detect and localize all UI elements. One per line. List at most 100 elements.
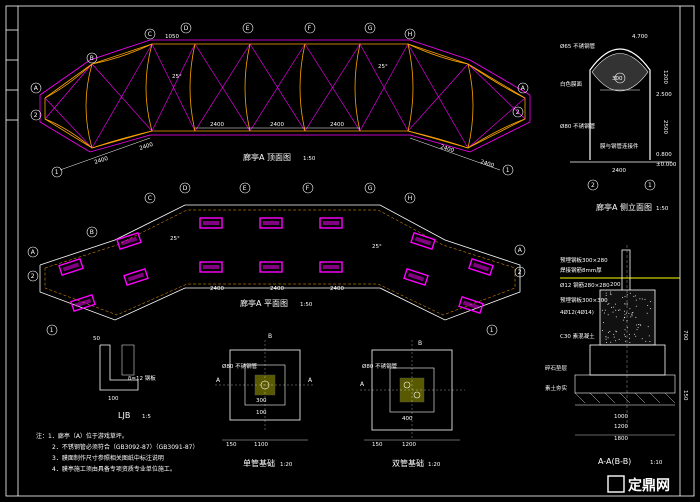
bench-8-seat [203, 265, 219, 269]
speckle-dot [631, 315, 633, 317]
single-sec-b: B [268, 333, 272, 340]
section-label-4: 预埋钢板300×300 [560, 296, 608, 304]
speckle-dot [622, 297, 624, 299]
side-elev-scale: 1:50 [656, 206, 669, 212]
elev-axis-right [644, 179, 656, 191]
speckle-dot [629, 337, 630, 339]
roof-axis-a-right-circle [517, 82, 529, 94]
speckle-dot [635, 305, 637, 307]
floor-axis-f-circle [302, 182, 314, 194]
floor-angle-right: 25° [372, 244, 382, 250]
elev-level-top: 4.700 [632, 34, 648, 40]
speckle-dot [635, 299, 637, 301]
roof-axis-e-label: E [246, 25, 250, 32]
bench-10 [319, 261, 343, 273]
roof-axis-1-right-label: 1 [506, 167, 510, 174]
floor-axis-1-left-circle [46, 324, 58, 336]
speckle-dot [615, 309, 617, 311]
section-scale: 1:10 [650, 460, 663, 466]
double-dim-1200: 1200 [402, 442, 416, 448]
roof-bay-dim-4: 2400 [94, 156, 110, 166]
side-elev-title: 廊亭A 侧立面图 [596, 202, 652, 212]
speckle-dot [626, 327, 628, 329]
ljb-scale: 1:5 [142, 414, 151, 420]
elev-level-zero: ±0.000 [656, 162, 677, 168]
ljb-dim-100: 100 [108, 396, 119, 402]
drawing-frame [5, 5, 695, 497]
elev-label-tube: Ø80 不锈钢管 [560, 122, 596, 130]
elev-dim-300: 300 [612, 76, 623, 82]
floor-axis-a-circle [27, 246, 39, 258]
speckle-dot [623, 334, 625, 336]
section-aa: 预埋钢板300×280 焊接钢筋8mm厚 Ø12 钢筋280×280 预埋钢板3… [545, 245, 688, 466]
bench-1 [58, 257, 84, 277]
roof-axis-c-label: C [148, 31, 152, 38]
speckle-dot [646, 312, 648, 314]
ljb-dim-t: δ=12 钢板 [128, 374, 156, 382]
speckle-dot [641, 338, 643, 340]
elev-dim-2400: 2400 [612, 168, 626, 174]
roof-axis-2-left-circle [30, 109, 42, 121]
roof-axis-d-label: D [184, 25, 189, 32]
double-foundation: Ø80 不锈钢管 400 1200 150 A B 双管基础 1:20 [360, 340, 465, 468]
floor-axis-b-label: B [90, 229, 94, 236]
bench-14 [458, 295, 484, 315]
speckle-dot [624, 340, 626, 342]
speckle-dot [626, 294, 628, 296]
speckle-dot [633, 333, 635, 335]
section-dim-1000: 1000 [614, 414, 628, 420]
floor-axis-a-right-label: A [518, 247, 523, 254]
ljb-shape [99, 344, 139, 391]
elev-tube-label: Ø65 不锈钢管 [560, 42, 596, 50]
double-label: Ø80 不锈钢管 [362, 362, 398, 370]
floor-outline [39, 204, 521, 321]
floor-axis-g-label: G [368, 185, 373, 192]
speckle-dot [633, 295, 635, 297]
section-dim-150: 150 [682, 390, 688, 401]
roof-top-dim: 1050 [165, 34, 179, 40]
speckle-dot [638, 324, 640, 326]
bench-6 [259, 217, 283, 229]
bench-3 [70, 293, 96, 313]
speckle-dot [623, 310, 625, 312]
roof-axis-2-right-label: 2 [516, 109, 520, 116]
speckle-dot [631, 314, 633, 315]
speckle-dot [607, 337, 609, 339]
single-sec-a-right: A [308, 377, 313, 384]
speckle-dot [628, 333, 630, 335]
roof-axis-1-right-circle [502, 164, 514, 176]
roof-bay-dim-3: 2400 [330, 122, 344, 128]
speckle-dot [601, 330, 603, 332]
speckle-dot [618, 338, 620, 340]
speckle-dot [610, 293, 612, 295]
elev-label-roof: 白色膜面 [560, 80, 583, 88]
note-3: 3．膜面制作尺寸参照相关图纸中标注说明 [52, 454, 164, 462]
floor-axis-2-right-label: 2 [518, 269, 522, 276]
section-label-5: 4Ø12(4Ø14) [560, 309, 594, 316]
section-speckle [601, 291, 652, 343]
speckle-dot [605, 336, 607, 338]
floor-bay-dim-3: 2400 [330, 286, 344, 292]
speckle-dot [636, 329, 638, 331]
elev-dim-1200: 1200 [662, 70, 668, 84]
roof-axis-h-label: H [408, 31, 413, 38]
floor-axis-a-label: A [31, 249, 36, 256]
roof-bay-dim-2: 2400 [270, 122, 284, 128]
speckle-dot [636, 324, 638, 326]
roof-bay-dim-6: 2400 [439, 144, 455, 154]
bench-5-seat [203, 221, 219, 225]
speckle-dot [624, 336, 626, 337]
ljb-title: LJB [118, 411, 130, 420]
speckle-dot [641, 298, 643, 300]
speckle-dot [612, 311, 614, 313]
elev-dim-2500: 2500 [662, 120, 668, 134]
section-hatch [574, 392, 676, 404]
roof-plan-title: 廊亭A 顶面图 [243, 152, 291, 162]
speckle-dot [648, 335, 650, 337]
roof-axis-f-label: F [308, 25, 312, 32]
single-dim-150: 150 [226, 442, 237, 448]
notes: 注：1．廊亭（A）位于游戏草坪。 2．不锈钢管必须符合（GB3092-87）（G… [36, 432, 199, 473]
floor-axis-1-right-circle [486, 324, 498, 336]
roof-axis-c-circle [144, 28, 156, 40]
